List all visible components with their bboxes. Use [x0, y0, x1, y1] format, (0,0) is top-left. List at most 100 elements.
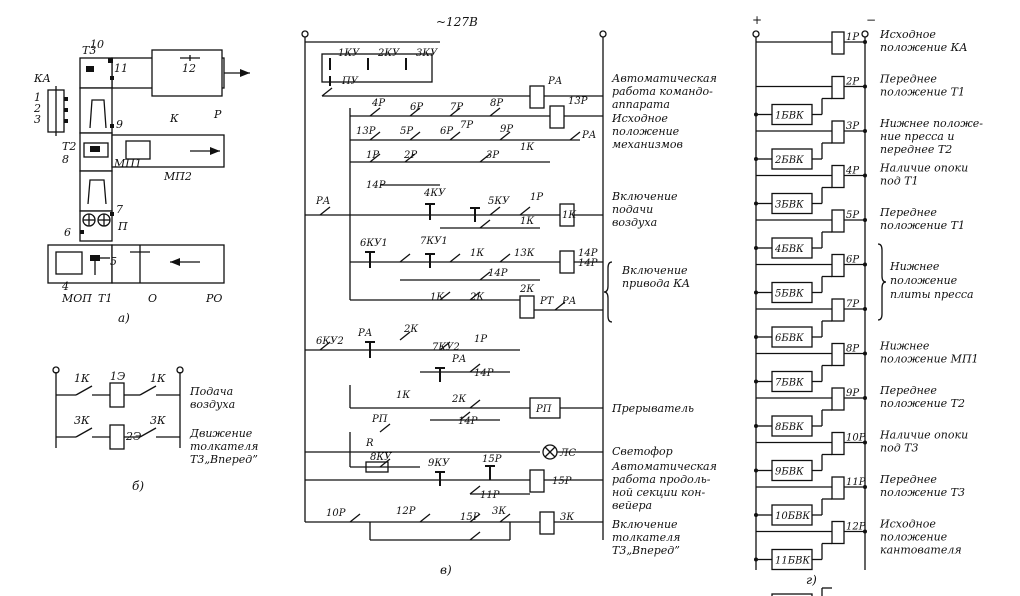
svg-text:1Р: 1Р	[474, 334, 487, 345]
g-row-desc: Переднее	[879, 384, 937, 397]
g-switch-label: 5БВК	[775, 289, 804, 300]
g-relay-coil	[831, 253, 845, 278]
svg-text:9: 9	[116, 118, 123, 131]
b-desc-1b: воздуха	[190, 398, 235, 411]
g-relay-coil	[831, 298, 845, 322]
svg-text:РО: РО	[205, 292, 222, 305]
svg-text:РП: РП	[371, 414, 388, 425]
svg-text:МП1: МП1	[113, 157, 142, 170]
svg-text:1: 1	[34, 91, 41, 104]
g-row-desc: положение Т1	[880, 86, 965, 99]
b-desc-2c: Т3„Вперед”	[190, 453, 258, 466]
svg-text:1К: 1К	[520, 216, 534, 227]
svg-text:Т2: Т2	[62, 140, 76, 153]
g-relay-label: 2Р	[845, 77, 859, 88]
b-contact-2a: 3К	[74, 414, 90, 427]
svg-text:4КУ: 4КУ	[423, 188, 446, 199]
svg-text:9Р: 9Р	[500, 124, 513, 135]
v-push-buttons	[365, 203, 495, 486]
g-relay-label: 10Р	[846, 433, 866, 444]
g-switch-label: 9БВК	[775, 467, 804, 478]
svg-text:толкателя: толкателя	[612, 531, 680, 544]
svg-text:6КУ2: 6КУ2	[316, 336, 344, 347]
return-conveyor-ro	[111, 244, 225, 284]
g-row-desc: Переднее	[879, 73, 937, 86]
svg-text:1К: 1К	[520, 142, 534, 153]
g-switch-label: 10БВК	[775, 511, 810, 522]
svg-text:5: 5	[110, 255, 117, 268]
g-relay-coil	[831, 387, 845, 411]
g-relay-label: 4Р	[845, 166, 859, 177]
svg-text:3КУ: 3КУ	[416, 48, 438, 59]
svg-text:1Р: 1Р	[530, 192, 543, 203]
svg-text:Прерыватель: Прерыватель	[611, 402, 694, 415]
b-coil-2: 2Э	[125, 430, 141, 443]
g-switch-label: 11БВК	[775, 556, 810, 567]
g-relay-label: 9Р	[846, 388, 859, 399]
v-letter: в)	[440, 563, 452, 577]
svg-text:Т3„Вперед”: Т3„Вперед”	[612, 544, 680, 557]
svg-text:4Р: 4Р	[371, 98, 385, 109]
v-voltage: ~127В	[436, 15, 478, 29]
panel-a-layout: Т3 10 11 КА 1 2 3 9 К Р 12 Т2 8 МП1 МП2 …	[33, 38, 250, 325]
g-row-desc: Исходное	[879, 28, 936, 41]
svg-text:воздуха: воздуха	[612, 216, 657, 229]
b-contact-2b: 3К	[150, 414, 166, 427]
g-row-desc: Наличие опоки	[879, 162, 968, 175]
svg-text:6КУ1: 6КУ1	[360, 238, 388, 249]
svg-text:Включение: Включение	[611, 518, 678, 531]
g-row-desc: Исходное	[879, 518, 936, 531]
g-group-desc-1: Нижнее	[889, 260, 940, 273]
svg-text:7КУ1: 7КУ1	[420, 236, 448, 247]
svg-text:1КУ: 1КУ	[338, 48, 360, 59]
svg-text:Т1: Т1	[98, 292, 112, 305]
g-row-desc: положение Т2	[880, 397, 965, 410]
svg-text:ной секции кон-: ной секции кон-	[612, 486, 705, 499]
g-switch-label: 4БВК	[774, 244, 804, 255]
panel-b-valves: 1К 1Э 1К 3К 2Э 3К Подача воздуха Движени…	[52, 366, 258, 493]
svg-text:13Р: 13Р	[568, 96, 588, 107]
g-row-desc: под Т1	[880, 175, 919, 188]
svg-text:14Р: 14Р	[474, 368, 494, 379]
svg-text:7: 7	[116, 203, 123, 216]
svg-text:1Р: 1Р	[366, 150, 379, 161]
svg-text:2: 2	[33, 102, 41, 115]
svg-text:положение: положение	[612, 125, 680, 138]
svg-text:2К: 2К	[469, 292, 484, 303]
svg-text:14Р: 14Р	[458, 416, 478, 427]
svg-text:15Р: 15Р	[482, 454, 502, 465]
svg-text:РА: РА	[581, 130, 596, 141]
b-coil-1: 1Э	[110, 370, 125, 383]
g-row-desc: положение КА	[880, 41, 968, 54]
svg-text:2К: 2К	[451, 394, 466, 405]
g-limit-switch	[771, 593, 813, 596]
g-switch-label: 7БВК	[775, 378, 804, 389]
svg-text:П: П	[117, 220, 128, 233]
v-brace	[603, 261, 613, 323]
svg-text:3К: 3К	[492, 506, 506, 517]
svg-text:Автоматическая: Автоматическая	[611, 460, 717, 473]
svg-text:2Р: 2Р	[403, 150, 417, 161]
svg-text:6: 6	[64, 226, 71, 239]
g-switch-label: 3БВК	[775, 200, 804, 211]
g-relay-label: 11Р	[846, 477, 866, 488]
g-minus: −	[866, 13, 876, 27]
v-contact-labels: 1КУ 2КУ 3КУ ПУ 4Р 6Р 7Р 8Р 13Р 5Р 6Р 7Р …	[315, 48, 598, 523]
svg-text:О: О	[148, 292, 157, 305]
g-switch-label: 6БВК	[775, 333, 804, 344]
g-row-desc: переднее Т2	[880, 143, 952, 156]
g-relay-coil	[831, 164, 845, 189]
svg-text:привода КА: привода КА	[622, 277, 690, 290]
svg-text:4: 4	[61, 280, 69, 293]
svg-text:14Р: 14Р	[366, 180, 386, 191]
svg-text:10: 10	[90, 38, 104, 51]
svg-text:6Р: 6Р	[440, 126, 453, 137]
v-button-bank	[321, 53, 433, 83]
svg-text:работа командо-: работа командо-	[612, 85, 713, 98]
svg-text:РА: РА	[357, 328, 372, 339]
g-row-desc: ние пресса и	[880, 130, 954, 143]
svg-text:Т3: Т3	[82, 44, 96, 57]
g-relay-coil	[831, 31, 845, 55]
